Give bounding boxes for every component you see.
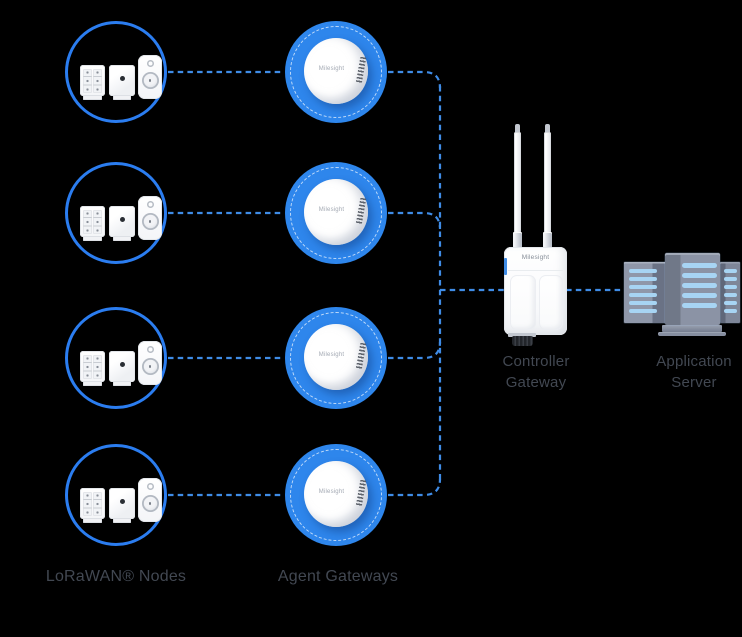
sensor-device <box>109 488 135 523</box>
milesight-logo: Milesight <box>521 254 550 261</box>
milesight-logo: Milesight <box>318 66 345 72</box>
agent-gateway-1: Milesight <box>285 21 387 123</box>
controller-blue-accent <box>504 258 507 275</box>
server-tower-right <box>720 262 740 323</box>
controller-antenna-left <box>513 124 522 248</box>
gateway-connector-pins-icon <box>355 56 367 85</box>
application-server-label: Application Server <box>656 353 732 391</box>
wall-switch-device <box>80 351 105 386</box>
controller-antenna-right <box>543 124 552 248</box>
lorawan-node-group-3 <box>65 307 167 409</box>
link-gateway2-trunk <box>388 211 442 230</box>
wall-switch-device <box>80 206 105 241</box>
gateway-dashed-ring <box>290 167 382 259</box>
milesight-logo: Milesight <box>318 207 345 213</box>
gateway-dashed-ring <box>290 449 382 541</box>
gateway-device: Milesight <box>304 461 368 527</box>
controller-bottom-connector <box>512 336 533 346</box>
plug-socket <box>141 72 159 89</box>
sensor-device <box>109 206 135 241</box>
gateway-device: Milesight <box>304 179 368 245</box>
server-base <box>658 332 726 336</box>
lorawan-node-group-2 <box>65 162 167 264</box>
plug-socket <box>141 213 159 230</box>
link-gateway1-trunk <box>388 70 442 89</box>
lorawan-nodes-label: LoRaWAN® Nodes <box>45 568 187 585</box>
lorawan-node-group-4 <box>65 444 167 546</box>
smart-plug-device <box>138 341 162 385</box>
agent-gateway-4: Milesight <box>285 444 387 546</box>
gateway-connector-pins-icon <box>355 342 367 371</box>
lorawan-node-group-1 <box>65 21 167 123</box>
link-gateway4-trunk <box>388 478 442 497</box>
agent-gateways-label: Agent Gateways <box>277 568 399 585</box>
gateway-dashed-ring <box>290 26 382 118</box>
gateway-dashed-ring <box>290 312 382 404</box>
plug-socket <box>141 495 159 512</box>
server-tower-middle <box>665 253 720 325</box>
sensor-device <box>109 351 135 386</box>
agent-gateway-2: Milesight <box>285 162 387 264</box>
gateway-connector-pins-icon <box>355 197 367 226</box>
wall-switch-device <box>80 488 105 523</box>
application-server-device <box>618 248 742 340</box>
gateway-device: Milesight <box>304 38 368 104</box>
wall-switch-device <box>80 65 105 100</box>
server-tower-left <box>624 262 666 323</box>
controller-front-panel-left <box>510 275 536 330</box>
gateway-connector-pins-icon <box>355 479 367 508</box>
controller-front-panel-right <box>539 275 563 330</box>
plug-socket <box>141 358 159 375</box>
smart-plug-device <box>138 196 162 240</box>
link-gateway3-trunk <box>388 341 442 360</box>
controller-base-lip <box>508 333 536 337</box>
server-pedestal <box>662 325 722 332</box>
milesight-logo: Milesight <box>318 352 345 358</box>
agent-gateway-3: Milesight <box>285 307 387 409</box>
controller-gateway-label: Controller Gateway <box>502 353 570 391</box>
plug-led <box>147 201 154 208</box>
plug-led <box>147 483 154 490</box>
milesight-logo: Milesight <box>318 489 345 495</box>
plug-led <box>147 60 154 67</box>
smart-plug-device <box>138 478 162 522</box>
smart-plug-device <box>138 55 162 99</box>
sensor-device <box>109 65 135 100</box>
plug-led <box>147 346 154 353</box>
controller-gateway-device: Milesight <box>504 247 567 335</box>
gateway-device: Milesight <box>304 324 368 390</box>
